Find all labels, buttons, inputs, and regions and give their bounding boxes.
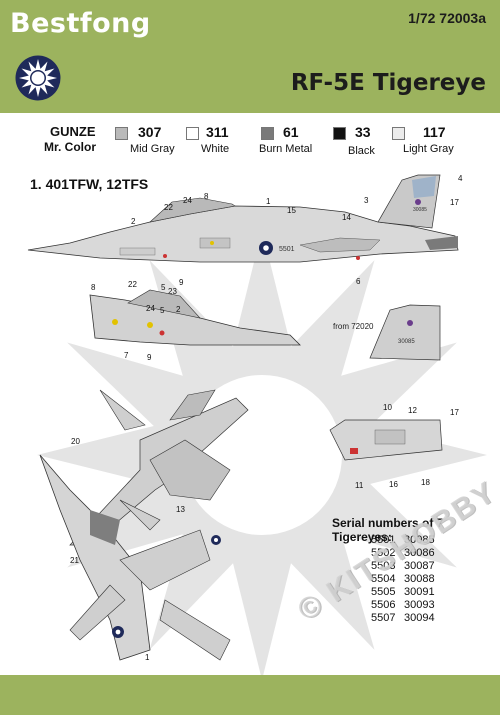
footer-band [0,675,500,715]
svg-text:7: 7 [124,351,129,360]
paint-name: Mid Gray [130,143,175,155]
paint-legend: GUNZE Mr. Color 307 Mid Gray 311 White 6… [0,122,500,162]
roc-roundel-icon [15,55,61,101]
svg-text:30085: 30085 [413,207,427,213]
svg-text:5: 5 [160,306,165,315]
side-profile: 5501 30085 [27,174,459,263]
svg-text:9: 9 [179,278,184,287]
brand-logo: Bestfong [10,8,151,39]
page-title: RF-5E Tigereye [290,70,486,96]
svg-text:4: 4 [458,174,463,183]
svg-text:20: 20 [71,437,80,446]
svg-text:1: 1 [266,197,271,206]
svg-text:17: 17 [450,198,459,207]
svg-text:18: 18 [421,478,430,487]
svg-text:15: 15 [287,206,296,215]
svg-text:5: 5 [161,283,166,292]
svg-text:8: 8 [204,192,209,201]
svg-text:30085: 30085 [398,339,415,345]
tail-note: from 72020 [333,322,374,331]
svg-text:14: 14 [342,213,351,222]
svg-text:6: 6 [356,277,361,286]
svg-text:24: 24 [183,196,192,205]
svg-text:12: 12 [408,406,417,415]
serials-title: Serial numbers of 7 Tigereyes: [332,516,444,544]
unit-caption: 1. 401TFW, 12TFS [30,176,149,192]
svg-text:2: 2 [176,305,181,314]
svg-text:22: 22 [128,280,137,289]
paint-code: 311 [206,124,229,140]
svg-text:1: 1 [145,653,150,662]
swatch-311 [186,127,199,140]
tail-detail: 30085 [369,304,441,361]
rear-fuselage-detail [329,419,443,461]
cockpit-detail [89,289,301,346]
svg-text:2: 2 [131,217,136,226]
swatch-307 [115,127,128,140]
svg-text:5501: 5501 [279,246,295,253]
paint-name: White [201,143,230,155]
paint-code: 61 [283,124,299,140]
svg-text:23: 23 [168,287,177,296]
bottom-view [39,454,231,661]
svg-text:21: 21 [70,556,79,565]
top-view [69,389,249,546]
svg-text:9: 9 [147,353,152,362]
header-band [0,0,500,113]
paint-name: Burn Metal [259,143,313,155]
svg-text:17: 17 [450,408,459,417]
swatch-61 [261,127,274,140]
svg-text:3: 3 [364,196,369,205]
svg-text:24: 24 [146,304,155,313]
svg-text:8: 8 [91,283,96,292]
swatch-33 [333,127,346,140]
paint-name: Light Gray [403,143,454,155]
swatch-117 [392,127,405,140]
scale-code: 1/72 72003a [408,10,486,26]
paint-code: 307 [138,124,162,140]
svg-text:11: 11 [355,481,364,490]
background-roundel-icon [37,230,487,680]
paint-brand: GUNZE [50,124,96,139]
svg-text:22: 22 [164,203,173,212]
paint-name: Black [348,145,375,157]
svg-text:16: 16 [389,480,398,489]
paint-subbrand: Mr. Color [44,140,97,154]
svg-text:13: 13 [176,505,185,514]
paint-code: 117 [423,124,446,140]
paint-code: 33 [355,124,371,140]
svg-text:10: 10 [383,403,392,412]
